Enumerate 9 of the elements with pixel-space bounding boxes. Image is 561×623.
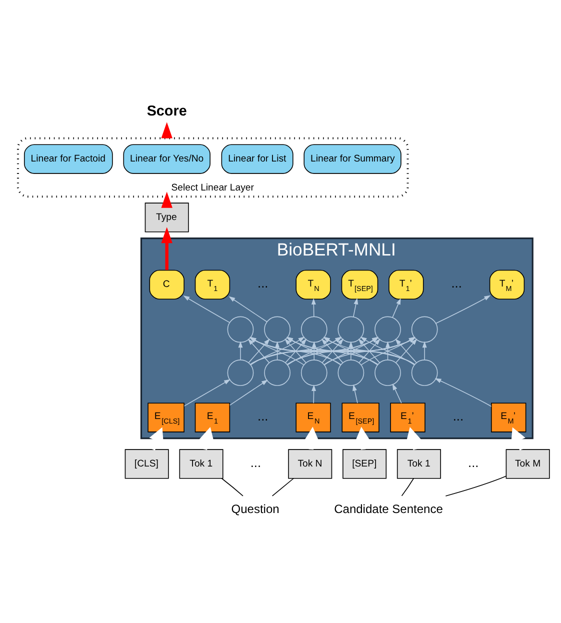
label: ... (258, 408, 268, 424)
label: ... (468, 455, 479, 470)
node-text: Question (231, 502, 280, 516)
label: ... (452, 408, 464, 424)
node-text: Candidate Sentence (334, 502, 443, 516)
label: ... (451, 276, 462, 291)
node-text: Score (146, 103, 187, 120)
label: ... (250, 455, 262, 470)
label: ... (258, 276, 268, 291)
